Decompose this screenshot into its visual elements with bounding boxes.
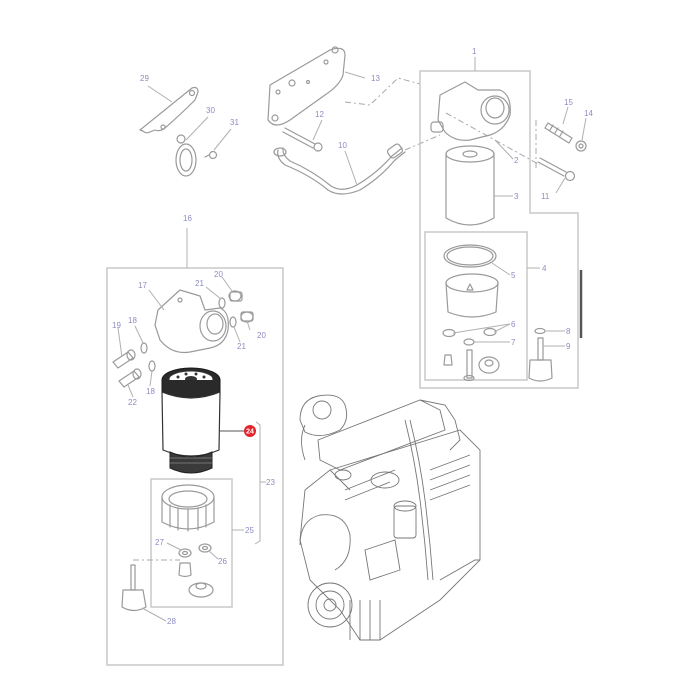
bolt-part-31[interactable] (204, 150, 218, 160)
assembly-dash-line-11 (445, 112, 541, 166)
callout-2[interactable]: 2 (514, 156, 519, 165)
callout-14[interactable]: 14 (584, 109, 593, 118)
bracket-line-23 (254, 421, 261, 545)
callout-11[interactable]: 11 (541, 192, 550, 201)
fitting-part-22[interactable] (118, 368, 142, 388)
nut-part-14[interactable] (575, 140, 587, 152)
callout-16[interactable]: 16 (183, 214, 192, 223)
callout-28[interactable]: 28 (167, 617, 176, 626)
callout-17[interactable]: 17 (138, 281, 147, 290)
callout-25[interactable]: 25 (245, 526, 254, 535)
sensor-part-9[interactable] (528, 337, 553, 382)
engine-illustration (299, 394, 481, 641)
callout-6[interactable]: 6 (511, 320, 516, 329)
bowl-part-5[interactable] (445, 273, 499, 318)
o-ring-part-21[interactable] (218, 297, 237, 328)
callout-1[interactable]: 1 (472, 47, 477, 56)
o-ring-part-18[interactable] (140, 342, 156, 372)
bracket-part-29[interactable] (139, 86, 199, 134)
callout-27[interactable]: 27 (155, 538, 164, 547)
washer-part-27[interactable] (178, 548, 192, 558)
assembly-dash-line-13 (344, 77, 421, 106)
callout-31[interactable]: 31 (230, 118, 239, 127)
callout-9[interactable]: 9 (566, 342, 571, 351)
callout-24-label: 24 (246, 429, 254, 436)
sensor-part-28[interactable] (121, 564, 147, 612)
drain-parts[interactable] (443, 349, 500, 382)
callout-4[interactable]: 4 (542, 264, 547, 273)
washer-part-26[interactable] (198, 543, 212, 553)
callout-12[interactable]: 12 (315, 110, 324, 119)
assembly-frame-25 (150, 478, 233, 608)
fuel-pipe-part-10[interactable] (273, 143, 406, 195)
callout-18-lower[interactable]: 18 (146, 387, 155, 396)
callout-8[interactable]: 8 (566, 327, 571, 336)
callout-21-lower[interactable]: 21 (237, 342, 246, 351)
assembly-frame-1 (419, 70, 579, 389)
washer-part-8[interactable] (534, 327, 546, 335)
plug-part-27[interactable] (178, 562, 192, 578)
bolt-part-12[interactable] (282, 127, 323, 152)
callout-18-upper[interactable]: 18 (128, 316, 137, 325)
callout-3[interactable]: 3 (514, 192, 519, 201)
bowl-part-25[interactable] (161, 484, 215, 532)
callout-19[interactable]: 19 (112, 321, 121, 330)
cap-part-25[interactable] (188, 582, 214, 598)
fitting-part-19[interactable] (112, 349, 136, 369)
filter-head-part-2[interactable] (430, 81, 511, 141)
filter-cartridge-part-3[interactable] (445, 145, 495, 226)
mounting-plate-part-13[interactable] (267, 46, 346, 126)
fitting-part-20-upper[interactable] (228, 290, 243, 302)
bolt-part-11[interactable] (537, 157, 576, 182)
callout-10[interactable]: 10 (338, 141, 347, 150)
washer-part-6[interactable] (442, 327, 497, 338)
callout-23[interactable]: 23 (266, 478, 275, 487)
callout-labels: 1 2 3 4 5 6 7 8 9 10 11 12 13 14 15 16 1… (112, 47, 593, 626)
leader-lines (117, 71, 587, 622)
callout-29[interactable]: 29 (140, 74, 149, 83)
callout-13[interactable]: 13 (371, 74, 380, 83)
filter-head-part-17[interactable] (154, 289, 229, 354)
callout-21-upper[interactable]: 21 (195, 279, 204, 288)
o-ring-part-5[interactable] (443, 244, 497, 268)
callout-30[interactable]: 30 (206, 106, 215, 115)
callout-20-upper[interactable]: 20 (214, 270, 223, 279)
seal-part-7[interactable] (463, 338, 475, 346)
callout-15[interactable]: 15 (564, 98, 573, 107)
clamp-part-30[interactable] (175, 134, 197, 177)
stud-part-15[interactable] (544, 122, 573, 144)
callout-20-lower[interactable]: 20 (257, 331, 266, 340)
callout-22[interactable]: 22 (128, 398, 137, 407)
fuel-filter-part-24[interactable] (161, 367, 221, 474)
assembly-frame-4 (424, 231, 528, 381)
callout-24-highlighted[interactable]: 24 (244, 425, 256, 437)
fitting-part-20-lower[interactable] (240, 311, 254, 323)
callout-5[interactable]: 5 (511, 271, 516, 280)
assembly-dash-line-10 (404, 134, 441, 151)
callout-7[interactable]: 7 (511, 338, 516, 347)
callout-26[interactable]: 26 (218, 557, 227, 566)
assembly-frame-16 (106, 267, 284, 666)
